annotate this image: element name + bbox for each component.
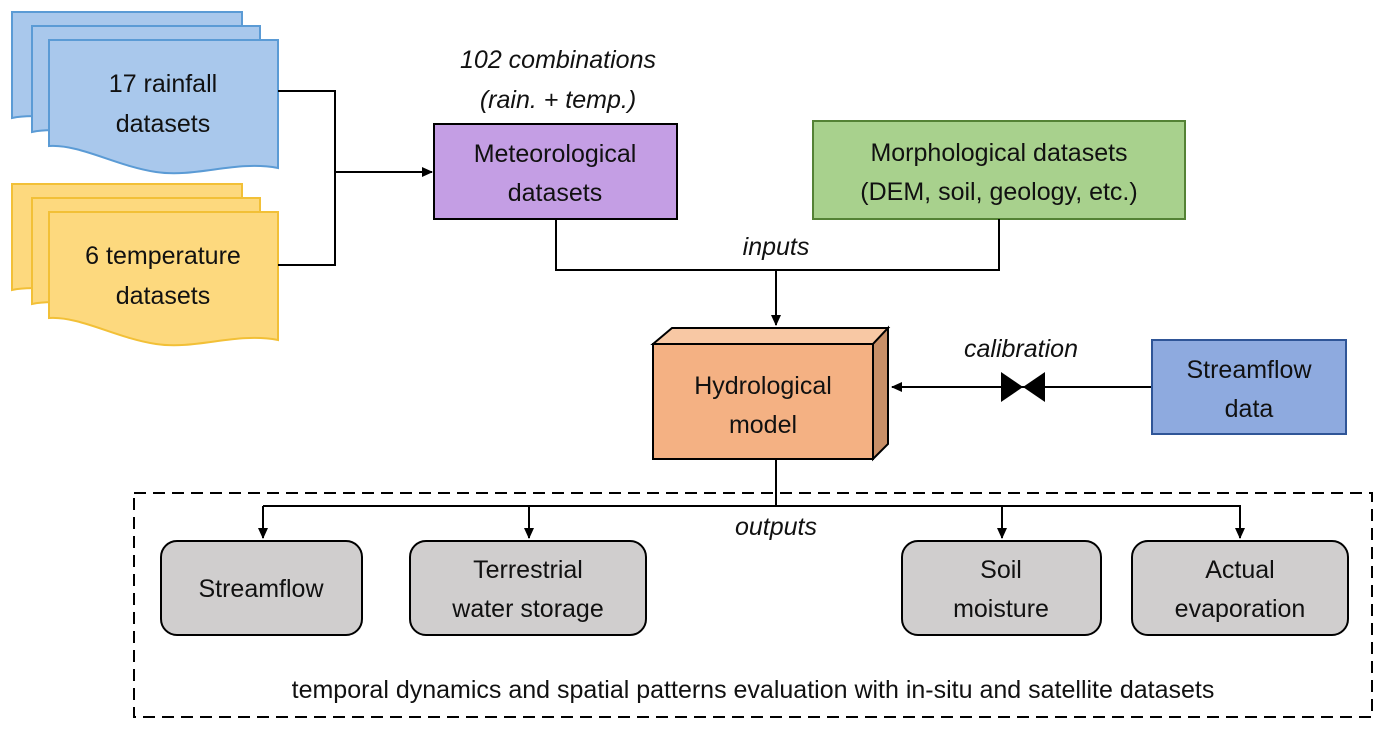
temperature-label-line2: datasets <box>116 282 211 310</box>
inputs-label: inputs <box>743 233 810 261</box>
output-soil-label-line1: Soil <box>980 556 1022 584</box>
combinations-label-line1: 102 combinations <box>460 46 656 74</box>
meteorological-label-line2: datasets <box>508 179 603 207</box>
meteorological-box-shape <box>433 123 678 220</box>
hydrological-box-side <box>872 325 889 462</box>
inputs-connector <box>555 219 1000 271</box>
combinations-label-line2: (rain. + temp.) <box>480 86 636 114</box>
output-tws-label-line2: water storage <box>451 595 603 623</box>
output-evaporation-label-line2: evaporation <box>1175 595 1306 623</box>
morphological-label-line2: (DEM, soil, geology, etc.) <box>860 178 1137 206</box>
streamflow-data-label-line1: Streamflow <box>1186 356 1312 384</box>
hydrological-box-front <box>652 343 874 460</box>
meteorological-label-line1: Meteorological <box>474 140 637 168</box>
evaluation-dashed-box <box>133 492 1373 718</box>
rainfall-connector <box>278 90 336 266</box>
output-streamflow-box <box>160 540 363 636</box>
calibration-valve-icon-right <box>1023 372 1045 402</box>
output-terrestrial-water-storage: Terrestrial water storage <box>409 540 647 636</box>
hydrological-model-box: Hydrological model <box>650 325 891 462</box>
rainfall-label-line1: 17 rainfall <box>109 70 217 98</box>
hydrological-label-line1: Hydrological <box>694 372 832 400</box>
hydrological-box-top <box>650 327 891 345</box>
calibration-label: calibration <box>964 335 1078 363</box>
output-evaporation-label-line1: Actual <box>1205 556 1274 584</box>
meteorological-datasets-box: Meteorological datasets <box>433 123 678 220</box>
rainfall-label-line2: datasets <box>116 110 211 138</box>
output-actual-evaporation: Actual evaporation <box>1131 540 1349 636</box>
rainfall-doc-front <box>48 39 279 175</box>
morphological-datasets-box: Morphological datasets (DEM, soil, geolo… <box>812 120 1186 220</box>
output-soil-box <box>901 540 1102 636</box>
temperature-datasets-stack: 6 temperature datasets <box>11 183 279 347</box>
rainfall-datasets-stack: 17 rainfall datasets <box>11 11 279 175</box>
calibration-valve-icon <box>1001 372 1023 402</box>
outputs-label: outputs <box>735 513 817 541</box>
output-tws-label-line1: Terrestrial <box>473 556 583 584</box>
hydrological-label-line2: model <box>729 411 797 439</box>
output-soil-label-line2: moisture <box>953 595 1049 623</box>
evaluation-label: temporal dynamics and spatial patterns e… <box>292 676 1215 704</box>
streamflow-data-box: Streamflow data <box>1151 339 1347 435</box>
output-streamflow-label: Streamflow <box>198 575 324 603</box>
temperature-label-line1: 6 temperature <box>85 242 241 270</box>
streamflow-data-box-shape <box>1151 339 1347 435</box>
output-evaporation-box <box>1131 540 1349 636</box>
output-streamflow: Streamflow <box>160 540 363 636</box>
streamflow-data-label-line2: data <box>1225 395 1274 423</box>
output-soil-moisture: Soil moisture <box>901 540 1102 636</box>
morphological-label-line1: Morphological datasets <box>870 139 1127 167</box>
temperature-doc-front <box>48 211 279 347</box>
output-tws-box <box>409 540 647 636</box>
